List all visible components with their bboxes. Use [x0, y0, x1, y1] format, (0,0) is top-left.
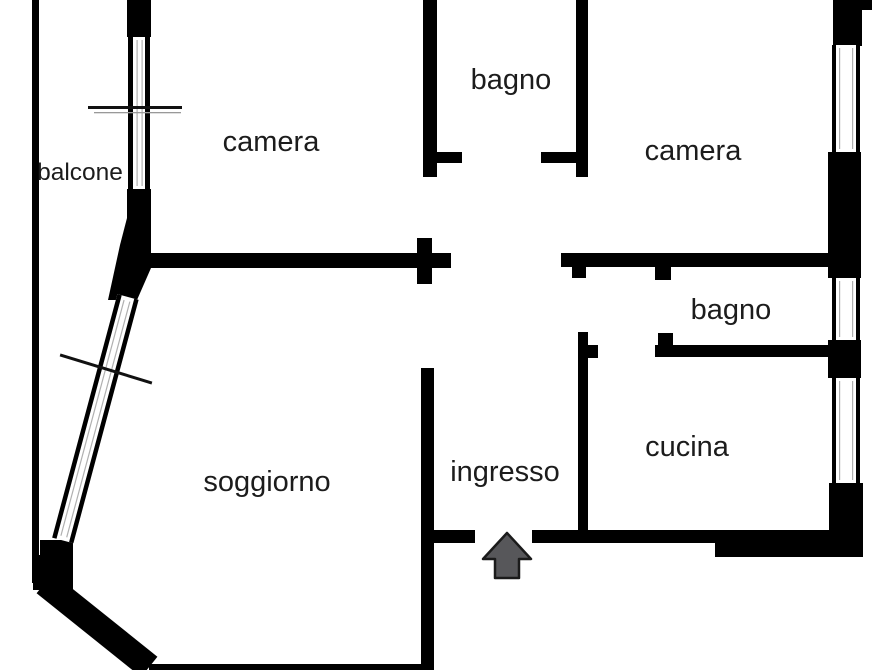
- wall-bagno1-right: [576, 0, 588, 177]
- wall-cucina-divider-jamb: [588, 345, 598, 358]
- window-track-line: [839, 281, 841, 337]
- cucina-window: [832, 378, 860, 483]
- windows: [52, 37, 860, 544]
- wall-exterior-right-mid2: [828, 340, 861, 378]
- room-label-balcone: balcone: [37, 159, 123, 186]
- wall-cross-jamb: [417, 238, 432, 284]
- wall-bagno2-door-jamb-right: [655, 267, 671, 280]
- dimension-line-diagonal: [59, 353, 153, 385]
- window-track-line: [60, 299, 125, 536]
- room-label-soggiorno: soggiorno: [203, 466, 330, 498]
- wall-camera2-bottom: [561, 253, 830, 267]
- room-label-camera-top-left: camera: [223, 126, 321, 158]
- room-label-cucina: cucina: [645, 431, 730, 463]
- dimension-lines: [59, 106, 182, 385]
- window-frame-line: [832, 278, 836, 340]
- diagonal-window: [52, 294, 139, 544]
- wall-exterior-right-top-step: [861, 0, 872, 10]
- window-frame-line: [69, 298, 139, 544]
- window-track-line: [839, 381, 841, 480]
- window-track-line: [852, 381, 854, 480]
- window-track-line: [852, 48, 854, 149]
- wall-bagno1-left-jamb: [437, 152, 462, 163]
- window-track-line: [66, 301, 131, 538]
- wall-bagno2-bottom: [655, 345, 830, 357]
- window-frame-line: [832, 378, 836, 483]
- dimension-line-horizontal: [88, 106, 182, 109]
- wall-bagno1-left: [423, 0, 437, 177]
- window-track-line: [852, 281, 854, 337]
- wall-diagonal-exterior: [36, 572, 158, 670]
- room-label-bagno-top: bagno: [471, 64, 552, 96]
- wall-exterior-left: [32, 0, 39, 583]
- camera2-window: [832, 45, 860, 152]
- room-label-camera-top-right: camera: [645, 135, 743, 167]
- wall-bagno2-door-jamb-left: [572, 267, 586, 278]
- bagno2-window: [832, 278, 860, 340]
- wall-balcony-pier-top: [127, 0, 151, 37]
- wall-soggiorno-divider: [421, 368, 434, 670]
- window-frame-line: [856, 45, 860, 152]
- wall-exterior-right-top: [833, 0, 862, 46]
- dimension-line-faint: [94, 112, 181, 114]
- arrow-up-icon: [481, 531, 533, 580]
- window-track-line: [839, 48, 841, 149]
- room-label-ingresso: ingresso: [450, 456, 560, 488]
- wall-camera1-bottom: [140, 253, 451, 268]
- wall-cucina-door-jamb: [658, 333, 673, 345]
- window-frame-line: [856, 378, 860, 483]
- wall-exterior-right-mid1: [828, 152, 861, 278]
- room-labels: balcone camera bagno camera bagno soggio…: [37, 64, 771, 498]
- window-frame-line: [832, 45, 836, 152]
- wall-cucina-bottom-band: [715, 537, 863, 557]
- walls: [32, 0, 872, 670]
- wall-balcony-corner: [108, 218, 151, 300]
- wall-entrance-jamb-left: [434, 530, 475, 543]
- wall-bagno1-right-jamb: [541, 152, 576, 163]
- window-frame-line: [856, 278, 860, 340]
- window-frame-line: [52, 294, 122, 539]
- wall-cucina-divider: [578, 332, 588, 537]
- wall-soggiorno-bottom: [149, 664, 430, 670]
- room-label-bagno-right: bagno: [691, 294, 772, 326]
